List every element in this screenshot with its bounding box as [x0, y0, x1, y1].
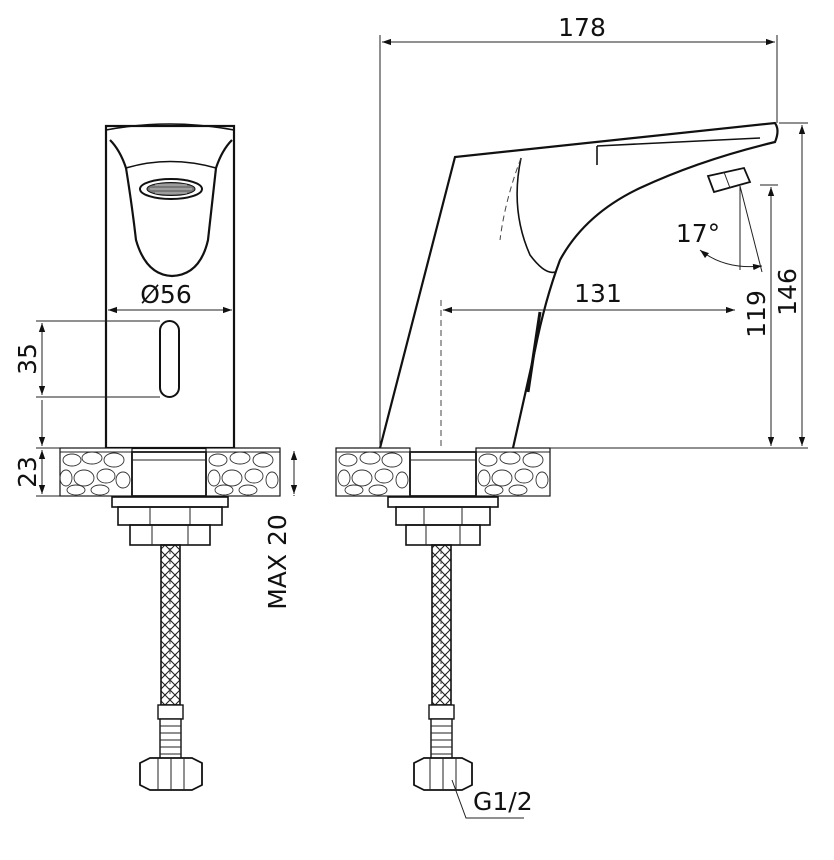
dimension-spout-reach: 131: [443, 279, 735, 314]
side-body: [378, 121, 779, 449]
front-supply-hose: [139, 544, 203, 791]
thread-label: G1/2: [473, 787, 533, 816]
max-counter-label: MAX 20: [263, 514, 292, 610]
front-countertop: [59, 447, 281, 497]
dimension-total-height: 146: [550, 122, 808, 449]
sensor-window: [159, 320, 180, 398]
front-spout-face: [109, 139, 233, 278]
dimension-max-counter: MAX 20: [263, 451, 298, 610]
counter-thickness-label: 23: [13, 456, 42, 488]
total-length-label: 178: [558, 13, 606, 42]
side-view: 178 131 17° 119 146 G1/2: [335, 13, 808, 819]
front-body: [104, 124, 236, 450]
dimension-spout-angle: 17°: [676, 185, 763, 273]
side-sensor: [526, 311, 542, 393]
dimension-total-length: 178: [379, 13, 778, 448]
spout-height-label: 119: [742, 290, 771, 338]
sensor-height-label: 35: [13, 343, 42, 375]
spout-reach-label: 131: [574, 279, 622, 308]
side-countertop: [335, 447, 551, 497]
dimension-sensor-height: 35: [13, 320, 160, 398]
front-view: Ø56 35 23 MAX 20: [13, 123, 298, 791]
side-supply-hose: [413, 544, 473, 791]
dimension-counter-thickness: 23: [13, 400, 60, 497]
dimension-spout-height: 119: [742, 184, 778, 446]
total-height-label: 146: [773, 268, 802, 316]
front-mounting-nut: [111, 496, 229, 546]
spout-angle-label: 17°: [676, 219, 720, 248]
side-mounting-nut: [387, 496, 499, 546]
side-aerator-icon: [706, 166, 752, 194]
thread-callout: G1/2: [451, 779, 533, 819]
diameter-label: Ø56: [140, 280, 192, 309]
dimension-diameter: Ø56: [108, 280, 232, 314]
aerator-icon: [139, 178, 203, 200]
